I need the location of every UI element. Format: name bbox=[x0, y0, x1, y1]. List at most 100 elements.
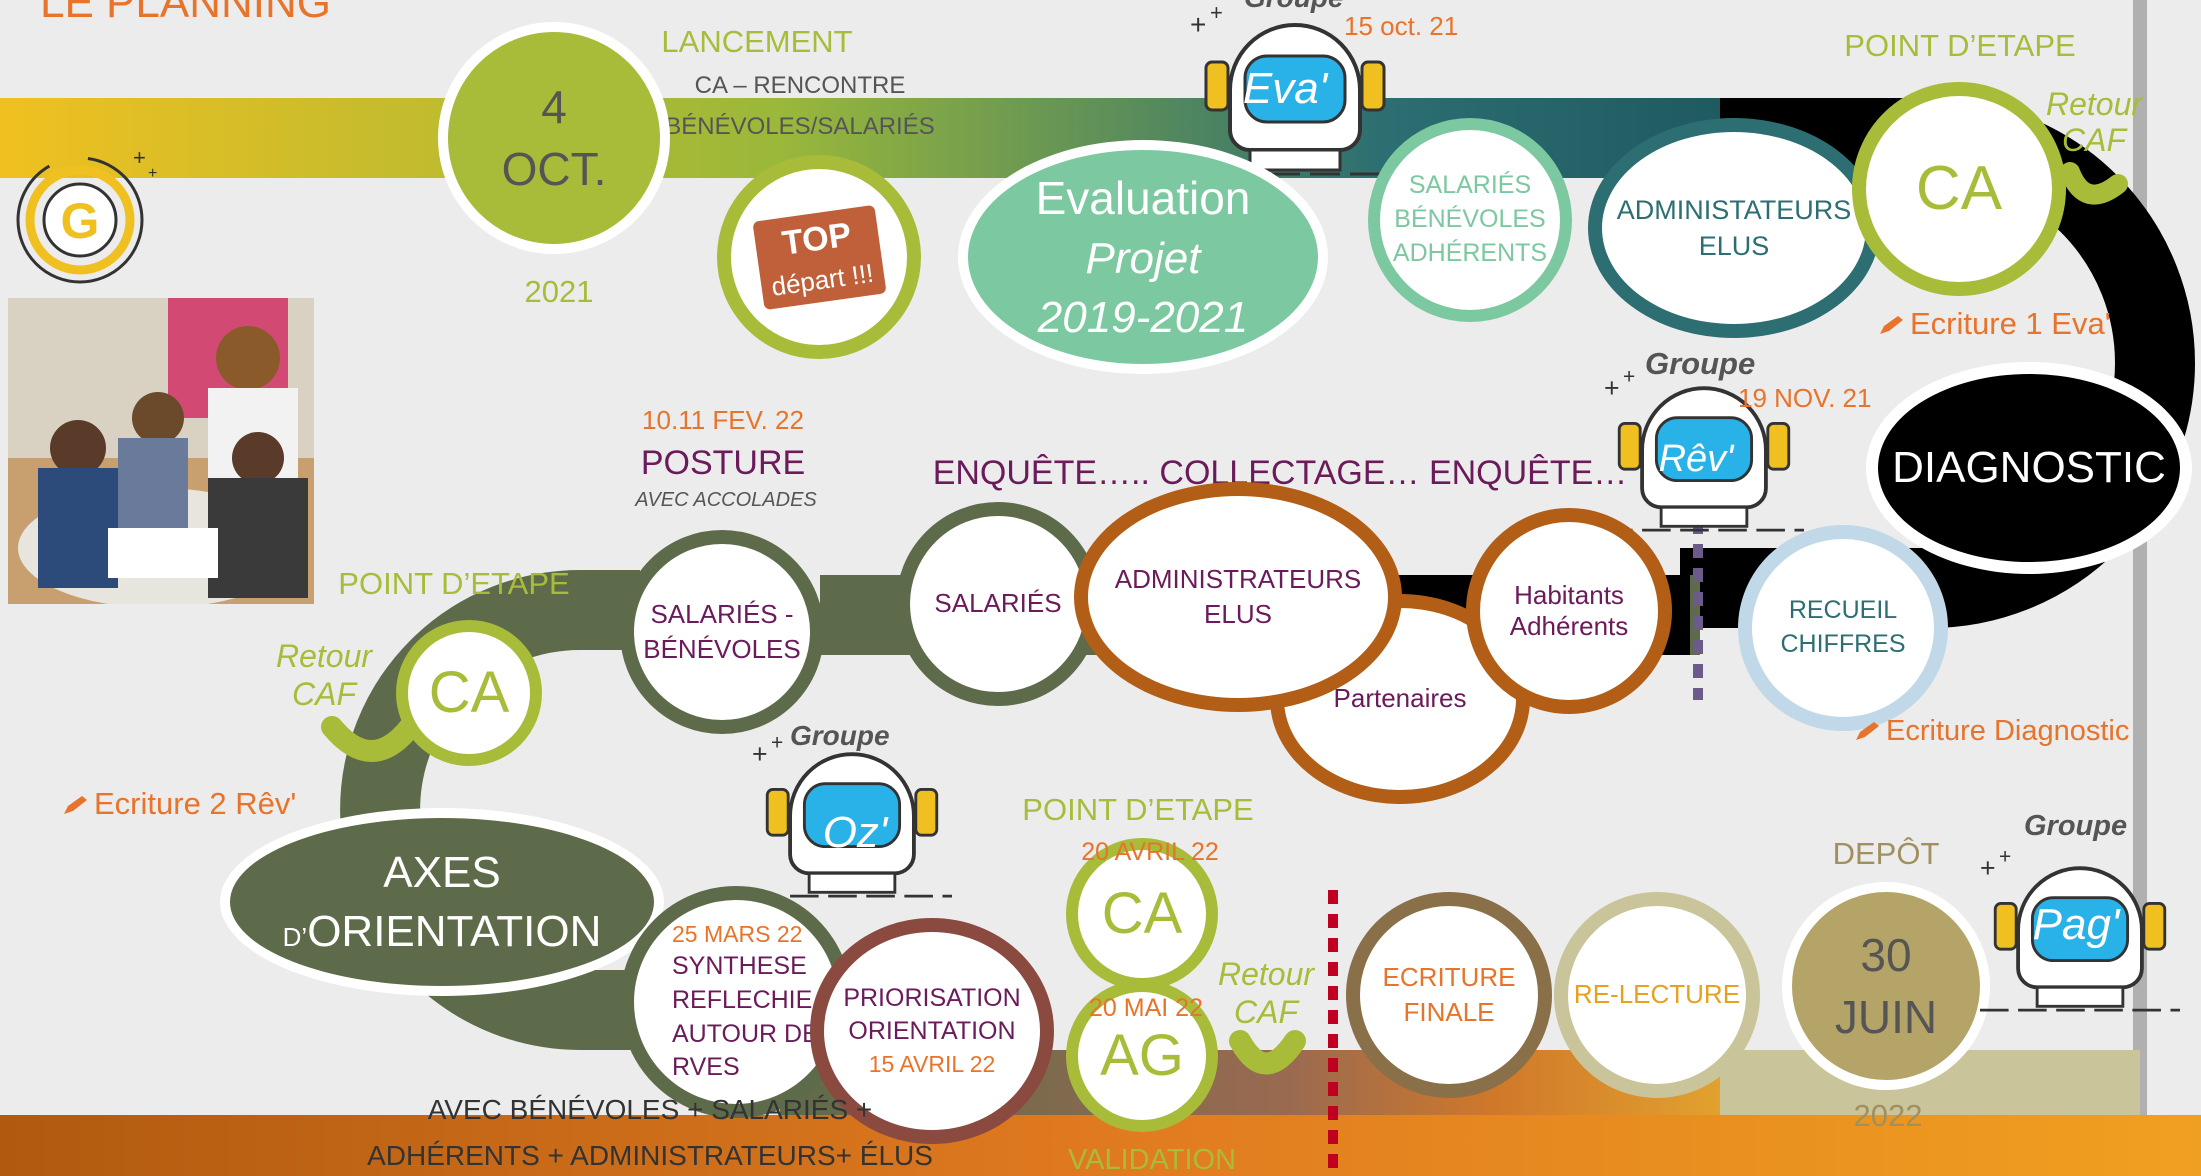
astronaut-helmet-icon: + + bbox=[1980, 845, 2180, 1012]
middle-admin-2: ELUS bbox=[1204, 599, 1272, 629]
depot-date-circle: 30 JUIN bbox=[1782, 882, 1990, 1090]
point-3-ag-date: 20 MAI 22 bbox=[1089, 994, 1203, 1022]
eval-admin-oval: ADMINISTATEURS ELUS bbox=[1588, 118, 1880, 338]
depot-year: 2022 bbox=[1853, 1098, 1923, 1133]
recueil-circle: RECUEIL CHIFFRES bbox=[1738, 525, 1948, 731]
page-title: LE PLANNING bbox=[40, 0, 331, 27]
evaluation-line-3: 2019-2021 bbox=[1037, 293, 1249, 343]
eval-admin-2: ELUS bbox=[1698, 231, 1770, 261]
oz-badge: Oz' bbox=[822, 808, 888, 857]
launch-subtitle-1: CA – RENCONTRE bbox=[694, 72, 906, 99]
eval-participants-1: SALARIÉS bbox=[1408, 171, 1532, 200]
axes-line-1: AXES bbox=[383, 847, 501, 897]
launch-day: 4 bbox=[541, 80, 567, 133]
point-3-ca-date: 20 AVRIL 22 bbox=[1081, 838, 1219, 866]
rev-badge: Rêv' bbox=[1658, 438, 1734, 480]
synthese-4: RVES bbox=[672, 1053, 740, 1082]
rev-date: 19 NOV. 21 bbox=[1738, 383, 1872, 413]
eval-participants-2: BÉNÉVOLES bbox=[1394, 205, 1546, 234]
svg-text:+: + bbox=[133, 145, 146, 170]
point-1-retour: Retour bbox=[2045, 86, 2143, 122]
recueil-1: RECUEIL bbox=[1788, 596, 1898, 625]
launch-year: 2021 bbox=[524, 274, 594, 309]
point-3-ca: CA bbox=[1101, 880, 1183, 946]
point-1-ca: CA bbox=[1915, 154, 2003, 224]
point-2-caf: CAF bbox=[292, 676, 356, 712]
point-2-retour: Retour bbox=[275, 638, 373, 674]
bottom-text-2: ADHÉRENTS + ADMINISTRATEURS+ ÉLUS bbox=[367, 1140, 933, 1171]
diagnostic-label: DIAGNOSTIC bbox=[1892, 443, 2166, 493]
habitants-1: Habitants bbox=[1514, 579, 1624, 610]
point-2-label: POINT D’ETAPE bbox=[338, 566, 570, 601]
svg-text:+: + bbox=[148, 165, 157, 182]
pencil-icon bbox=[1880, 316, 1903, 334]
svg-text:+: + bbox=[752, 739, 768, 769]
astronaut-helmet-icon: + + bbox=[1190, 0, 1400, 176]
ecriture-finale-circle: ECRITURE FINALE bbox=[1346, 892, 1552, 1098]
partenaires-label: Partenaires bbox=[1333, 683, 1467, 714]
salaries-benevoles-circle: SALARIÉS - BÉNÉVOLES bbox=[620, 530, 824, 734]
recueil-2: CHIFFRES bbox=[1780, 630, 1906, 658]
pag-group-label: Groupe bbox=[2024, 810, 2128, 842]
synthese-1: SYNTHESE bbox=[672, 952, 807, 981]
axes-prefix: D’ bbox=[282, 922, 308, 952]
svg-text:+: + bbox=[1999, 845, 2011, 868]
synthese-3: AUTOUR DES bbox=[672, 1019, 836, 1048]
point-3-ag: AG bbox=[1100, 1022, 1184, 1088]
launch-subtitle-2: BÉNÉVOLES/SALARIÉS bbox=[665, 113, 935, 140]
eva-group-label: Groupe bbox=[1244, 0, 1344, 14]
point-1-label: POINT D’ETAPE bbox=[1844, 28, 2076, 63]
svg-text:+: + bbox=[1190, 9, 1206, 40]
relecture-label: RE-LECTURE bbox=[1573, 979, 1741, 1010]
middle-admin-1: ADMINISTRATEURS bbox=[1114, 563, 1362, 594]
launch-label: LANCEMENT bbox=[661, 24, 853, 59]
ecriture-1: Ecriture 1 Eva' bbox=[1878, 306, 2111, 342]
eval-participants-circle: SALARIÉS BÉNÉVOLES ADHÉRENTS bbox=[1368, 118, 1572, 322]
priorisation-date: 15 AVRIL 22 bbox=[868, 1051, 996, 1078]
axes-line-2: ORIENTATION bbox=[307, 907, 602, 956]
salaries-label: SALARIÉS bbox=[934, 588, 1062, 619]
habitants-circle: Habitants Adhérents bbox=[1466, 508, 1672, 714]
launch-date-circle: 4 OCT. bbox=[438, 22, 670, 254]
priorisation-2: ORIENTATION bbox=[848, 1017, 1016, 1046]
bottom-text-1: AVEC BÉNÉVOLES + SALARIÉS + bbox=[427, 1094, 873, 1125]
axes-oval: AXES D’ORIENTATION bbox=[220, 808, 664, 996]
depot-day: 30 bbox=[1860, 928, 1912, 981]
svg-text:+: + bbox=[1604, 373, 1620, 403]
evaluation-oval: Evaluation Projet 2019-2021 bbox=[958, 140, 1328, 374]
posture-subtitle: AVEC ACCOLADES bbox=[635, 489, 817, 511]
synthese-2: REFLECHIE bbox=[672, 985, 813, 1014]
synthese-date: 25 MARS 22 bbox=[672, 920, 803, 947]
ecriture-finale-1: ECRITURE bbox=[1382, 961, 1516, 992]
group-photo bbox=[8, 298, 314, 604]
depot-month: JUIN bbox=[1834, 991, 1938, 1043]
g-logo-icon: G + + bbox=[16, 145, 157, 284]
priorisation-1: PRIORISATION bbox=[843, 983, 1021, 1012]
habitants-2: Adhérents bbox=[1509, 611, 1629, 641]
pag-badge: Pag' bbox=[2032, 900, 2120, 949]
oz-group-label: Groupe bbox=[790, 720, 890, 751]
posture-title: POSTURE bbox=[640, 444, 806, 482]
evaluation-line-2: Projet bbox=[1085, 233, 1201, 283]
point-1-caf: CAF bbox=[2062, 122, 2126, 158]
eva-badge: Eva' bbox=[1242, 64, 1328, 113]
ecriture-finale-2: FINALE bbox=[1403, 997, 1495, 1027]
point-3-retour: Retour bbox=[1217, 956, 1315, 992]
point-3-caf: CAF bbox=[1234, 994, 1298, 1030]
depot-label: DEPÔT bbox=[1832, 836, 1940, 871]
svg-text:+: + bbox=[1210, 0, 1223, 25]
ecriture-diagnostic-label: Ecriture Diagnostic bbox=[1886, 715, 2130, 747]
ecriture-1-label: Ecriture 1 Eva' bbox=[1910, 306, 2111, 341]
diagnostic-oval: DIAGNOSTIC bbox=[1866, 362, 2192, 574]
pencil-icon bbox=[64, 796, 87, 814]
eval-admin-1: ADMINISTATEURS bbox=[1616, 194, 1852, 225]
logo-letter: G bbox=[61, 193, 100, 249]
ecriture-2: Ecriture 2 Rêv' bbox=[62, 786, 296, 822]
point-3-label: POINT D’ETAPE bbox=[1022, 792, 1254, 827]
relecture-circle: RE-LECTURE bbox=[1554, 892, 1760, 1098]
salaries-benevoles-2: BÉNÉVOLES bbox=[643, 634, 801, 664]
rev-group-label: Groupe bbox=[1645, 346, 1756, 381]
astronaut-helmet-icon: + + bbox=[752, 731, 952, 898]
top-depart-sticker: TOP départ !!! bbox=[717, 155, 921, 359]
